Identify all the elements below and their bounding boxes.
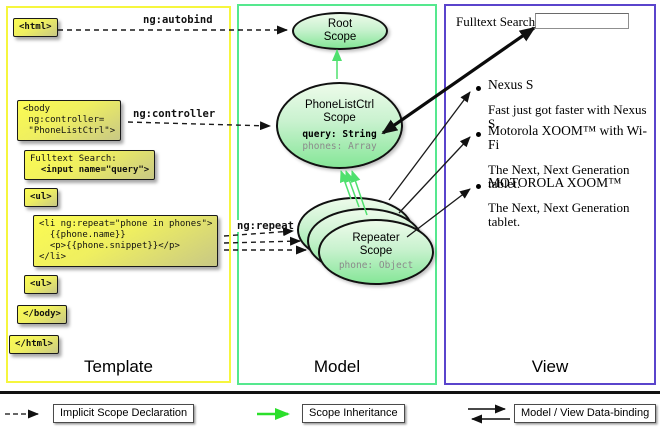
view-item-name: Nexus S bbox=[488, 77, 534, 92]
code-line: <li ng:repeat="phone in phones"> bbox=[39, 219, 213, 229]
legend-model-view-data-binding: Model / View Data-binding bbox=[514, 404, 657, 423]
code-box-html-open: <html> bbox=[13, 18, 58, 37]
code-line: </li> bbox=[39, 252, 67, 262]
view-item-name: Motorola XOOM™ with Wi-Fi bbox=[488, 123, 648, 152]
code-line: <ul> bbox=[30, 279, 52, 289]
code-box-html-close: </html> bbox=[9, 335, 59, 354]
code-box-ul-close: <ul> bbox=[24, 275, 58, 294]
bullet-icon bbox=[476, 132, 481, 137]
legend-implicit-scope-declaration: Implicit Scope Declaration bbox=[53, 404, 195, 423]
view-panel-title: View bbox=[531, 357, 569, 376]
scope-name: Scope bbox=[359, 245, 393, 257]
scope-prop-query: query: String bbox=[302, 128, 377, 140]
fulltext-search-label: Fulltext Search: bbox=[456, 14, 539, 29]
code-box-body-close: </body> bbox=[17, 305, 67, 324]
root-scope-ellipse: Root Scope bbox=[292, 12, 388, 50]
view-item-name: MOTOROLA XOOM™ bbox=[488, 175, 622, 190]
code-box-ul-open: <ul> bbox=[24, 188, 58, 207]
code-line: <input name="query"> bbox=[30, 165, 150, 175]
phonelistctrl-scope-ellipse: PhoneListCtrl Scope query: String phones… bbox=[276, 82, 403, 169]
code-line: "PhoneListCtrl"> bbox=[23, 126, 116, 136]
scope-name: Scope bbox=[323, 111, 356, 124]
code-box-fulltext: Fulltext Search: <input name="query"> bbox=[24, 150, 156, 180]
scope-name: Root bbox=[327, 18, 353, 30]
code-box-li-repeat: <li ng:repeat="phone in phones"> {{phone… bbox=[33, 215, 219, 267]
scope-name: PhoneListCtrl bbox=[304, 98, 375, 111]
view-item-desc: The Next, Next Generation tablet. bbox=[488, 162, 630, 191]
code-line: {{phone.name}} bbox=[39, 230, 126, 240]
code-line: ng:controller= bbox=[23, 115, 105, 125]
view-item-xoom: MOTOROLA XOOM™ The Next, Next Generation… bbox=[474, 176, 656, 229]
code-line: <body bbox=[23, 104, 51, 114]
code-box-body-open: <body ng:controller= "PhoneListCtrl"> bbox=[17, 100, 122, 141]
legend-separator-line bbox=[0, 391, 660, 394]
fulltext-search-input[interactable] bbox=[535, 13, 629, 29]
ng-repeat-label: ng:repeat bbox=[236, 220, 295, 232]
bullet-icon bbox=[476, 184, 481, 189]
model-panel bbox=[237, 4, 437, 385]
view-item-desc: The Next, Next Generation tablet. bbox=[488, 200, 630, 229]
legend-scope-inheritance: Scope Inheritance bbox=[302, 404, 405, 423]
code-line: </html> bbox=[15, 339, 53, 349]
model-panel-title: Model bbox=[313, 357, 361, 376]
template-panel-title: Template bbox=[84, 357, 153, 376]
scope-name: Scope bbox=[323, 31, 357, 43]
scope-prop-phones: phones: Array bbox=[302, 140, 377, 152]
ng-autobind-label: ng:autobind bbox=[142, 14, 214, 26]
code-line: </body> bbox=[23, 309, 61, 319]
repeater-scope-ellipse-front: Repeater Scope phone: Object bbox=[318, 219, 434, 285]
code-line: <html> bbox=[19, 22, 52, 32]
scope-prop-phone: phone: Object bbox=[338, 260, 414, 271]
scope-name: Repeater bbox=[352, 232, 400, 244]
code-line: Fulltext Search: bbox=[30, 154, 117, 164]
ng-controller-label: ng:controller bbox=[132, 108, 217, 120]
code-line: <p>{{phone.snippet}}</p> bbox=[39, 241, 180, 251]
code-line: <ul> bbox=[30, 192, 52, 202]
bullet-icon bbox=[476, 86, 481, 91]
